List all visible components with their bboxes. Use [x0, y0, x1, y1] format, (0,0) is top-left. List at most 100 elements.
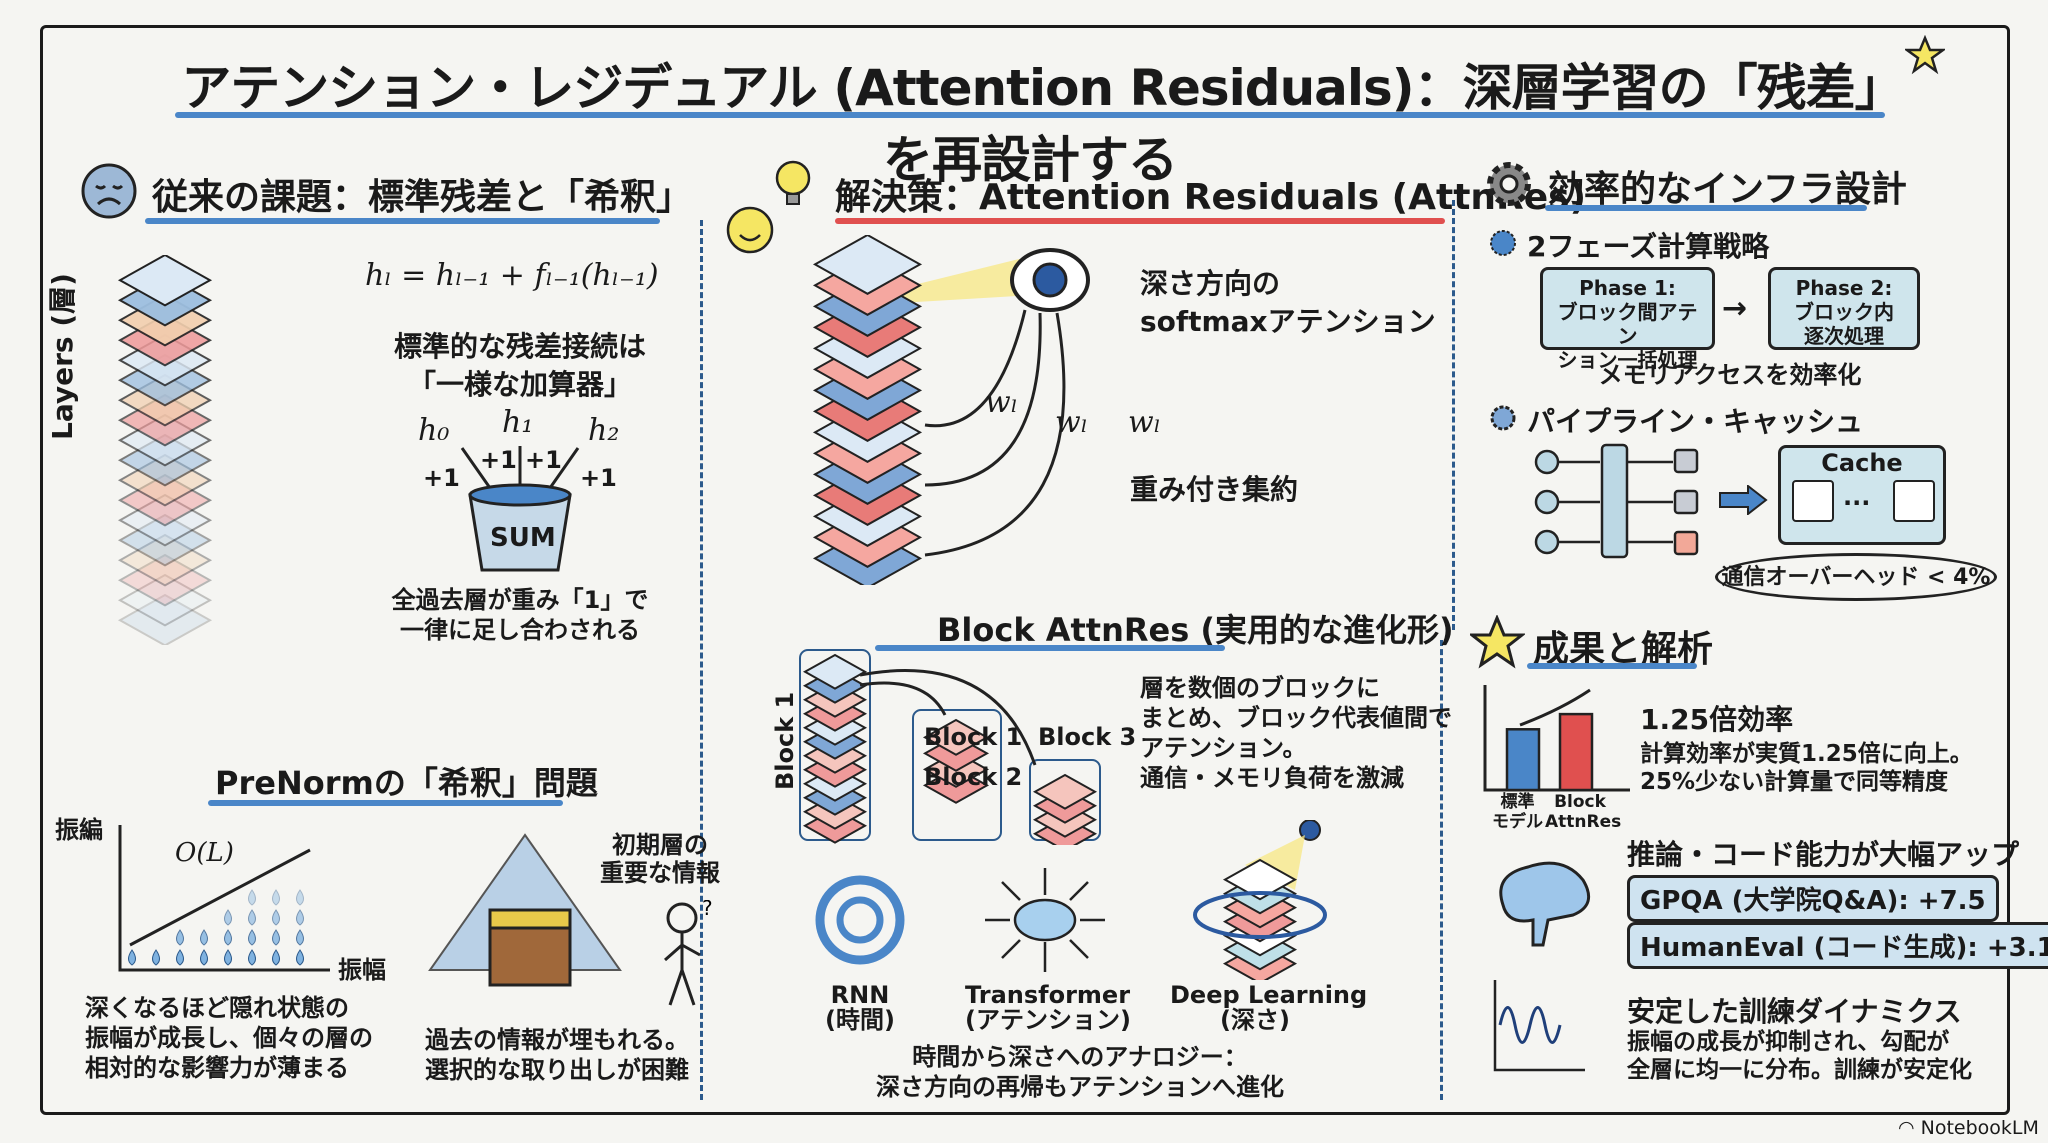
cloud-broadcast-icon	[985, 868, 1105, 972]
section-header-problem: 従来の課題：標準残差と「希釈」	[152, 177, 693, 218]
adder-text-2: 「一様な加算器」	[407, 368, 632, 401]
amplitude-drop	[152, 949, 160, 966]
analogy-transformer: Transformer	[965, 981, 1131, 1009]
bucket-caption-1: 全過去層が重み「1」で	[391, 586, 649, 614]
eye-text-1: 深さ方向の	[1140, 267, 1281, 300]
gear-icon	[1487, 162, 1531, 206]
analogy-transformer-sub: (アテンション)	[965, 1006, 1131, 1034]
amplitude-drop	[200, 949, 208, 966]
amplitude-drop	[248, 909, 256, 926]
weight-label: +1	[580, 464, 617, 492]
weight-wl: wₗ	[1055, 405, 1088, 440]
title-underline	[175, 112, 1885, 118]
phase-1-box: Phase 1:ブロック間アテンション一括処理	[1540, 267, 1715, 372]
phase-1-text: ブロック間アテン	[1557, 300, 1698, 348]
chart-caption-2: 振幅が成長し、個々の層の	[85, 1024, 373, 1052]
treasure-label-1: 初期層の	[612, 831, 708, 859]
header-underline	[1545, 205, 1867, 211]
stable-text-1: 振幅の成長が抑制され、勾配が	[1627, 1029, 1950, 1055]
treasure-label-2: 重要な情報	[600, 859, 720, 887]
header-underline	[875, 645, 1225, 651]
cache-layer-icon	[1893, 480, 1935, 522]
phase-caption: メモリアクセスを効率化	[1598, 361, 1862, 389]
amplitude-drop	[200, 929, 208, 946]
cache-label: Cache	[1821, 449, 1903, 477]
residual-formula: hₗ = hₗ₋₁ + fₗ₋₁(hₗ₋₁)	[365, 258, 659, 293]
phase-2-box: Phase 2:ブロック内逐次処理	[1768, 267, 1920, 350]
confused-person-icon: ?	[664, 900, 713, 1006]
sum-bucket-icon	[460, 446, 580, 572]
header-underline	[145, 218, 660, 224]
bar-label: AttnRes	[1545, 811, 1622, 832]
phase-header: 2フェーズ計算戦略	[1527, 230, 1770, 263]
block-text-2: まとめ、ブロック代表値間で	[1140, 704, 1452, 732]
block-label: Block 3	[1038, 723, 1137, 751]
pipeline-diagram	[1534, 443, 1699, 559]
buried-treasure-illustration	[428, 833, 622, 987]
block-grouping-illustration	[799, 649, 1101, 845]
star-icon	[1470, 615, 1525, 669]
input-h2: h₂	[588, 413, 620, 448]
weight-label: +1	[480, 446, 517, 474]
divider-right-bottom	[1440, 640, 1443, 1100]
outer-frame	[40, 25, 2010, 1115]
cache-layer-icon	[1792, 480, 1834, 522]
header-underline	[835, 218, 1445, 224]
notebooklm-logo-icon: ◠	[1898, 1117, 1921, 1139]
amplitude-drop	[176, 929, 184, 946]
blue-arrow-icon	[1719, 485, 1768, 515]
bucket-label: SUM	[490, 523, 556, 553]
layers-axis-label: Layers (層)	[46, 273, 79, 440]
amplitude-growth-chart	[118, 825, 330, 972]
attention-stack-illustration	[812, 235, 1090, 585]
treasure-caption-2: 選択的な取り出しが困難	[425, 1056, 689, 1084]
stable-header: 安定した訓練ダイナミクス	[1627, 995, 1962, 1028]
layer-slab	[922, 718, 990, 756]
page-title: アテンション・レジデュアル (Attention Residuals)：深層学習…	[181, 59, 1879, 189]
gpqa-score-badge: GPQA (大学院Q&A): +7.5	[1627, 875, 1999, 922]
bucket-caption-2: 一律に足し合わされる	[400, 616, 640, 644]
analogy-deep-learning: Deep Learning	[1170, 981, 1368, 1009]
phase-2-title: Phase 2:	[1795, 276, 1893, 300]
phase-1-text: ション一括処理	[1557, 348, 1698, 372]
section-header-solution: 解決策：Attention Residuals (AttnRes)	[835, 177, 1587, 218]
input-h1: h₁	[502, 405, 534, 440]
block-label: Block 1	[924, 723, 1023, 751]
efficiency-text-2: 25%少ない計算量で同等精度	[1640, 769, 1949, 795]
efficiency-text-1: 計算効率が実質1.25倍に向上。	[1640, 741, 1973, 767]
layer-slab	[117, 513, 213, 567]
growth-order-label: O(L)	[175, 838, 234, 868]
header-underline	[1527, 663, 1697, 669]
amplitude-drop	[248, 929, 256, 946]
analogy-caption-2: 深さ方向の再帰もアテンションへ進化	[876, 1073, 1284, 1101]
overhead-badge: 通信オーバーヘッド < 4%	[1715, 553, 1997, 601]
bar-standard	[1505, 728, 1541, 792]
sad-face-icon	[81, 163, 137, 219]
adder-text-1: 標準的な残差接続は	[393, 330, 646, 363]
prenorm-header: PreNormの「希釈」問題	[215, 764, 598, 802]
amplitude-drop	[272, 949, 280, 966]
chart-caption-3: 相対的な影響力が薄まる	[85, 1054, 349, 1082]
weight-wl: wₗ	[1128, 405, 1161, 440]
analogy-caption-1: 時間から深さへのアナロジー：	[912, 1043, 1248, 1071]
svg-text:?: ?	[702, 900, 713, 920]
header-underline	[208, 800, 563, 806]
gear-bullet-icon	[1490, 405, 1516, 431]
layer-slab	[812, 235, 923, 295]
bar-block-attnres	[1558, 712, 1594, 792]
amplitude-drop	[272, 909, 280, 926]
layer-slab	[1032, 773, 1098, 810]
layer-slab	[802, 653, 868, 690]
amplitude-drop	[224, 909, 232, 926]
efficiency-title: 1.25倍効率	[1640, 703, 1794, 736]
amplitude-drop	[128, 949, 136, 966]
arrow-right-icon: →	[1722, 291, 1748, 326]
notebooklm-brand: ◠ NotebookLM	[1898, 1117, 2039, 1139]
block-label: Block 2	[924, 763, 1023, 791]
humaneval-score-badge: HumanEval (コード生成): +3.1	[1627, 922, 2048, 969]
amplitude-drop	[248, 949, 256, 966]
efficiency-bar-chart	[1483, 685, 1630, 792]
section-header-infra: 効率的なインフラ設計	[1548, 169, 1907, 210]
brand-label: NotebookLM	[1920, 1117, 2039, 1139]
